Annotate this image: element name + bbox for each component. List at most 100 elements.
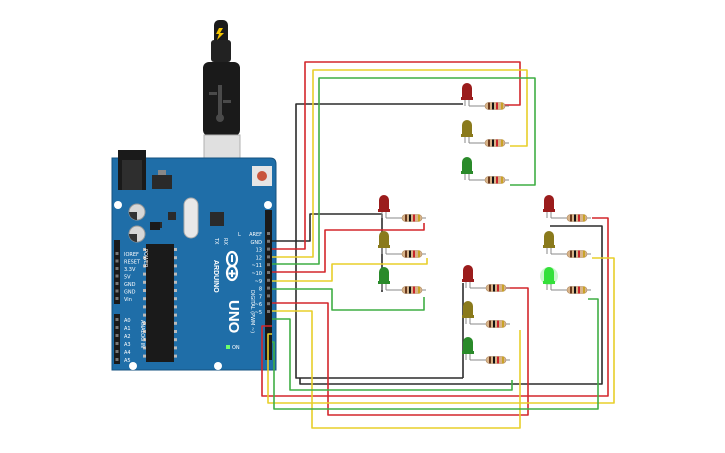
- resistor[interactable]: [563, 250, 591, 258]
- wire-yellow-pin3[interactable]: [267, 257, 615, 404]
- resistor[interactable]: [398, 286, 426, 294]
- wire-red-pin13[interactable]: [272, 61, 521, 250]
- header-pin[interactable]: [267, 302, 270, 306]
- analog-pin-label: A2: [124, 334, 131, 340]
- header-pin[interactable]: [267, 310, 270, 313]
- brand-label: ARDUINO: [212, 260, 219, 293]
- resistor[interactable]: [563, 286, 591, 294]
- mounting-hole: [129, 362, 137, 370]
- power-pin-label: Vin: [124, 297, 132, 303]
- header-pin[interactable]: [267, 278, 270, 282]
- power-pin-label: GND: [124, 282, 136, 288]
- led-yellow[interactable]: [463, 301, 473, 317]
- wire-red-pin7[interactable]: [272, 287, 529, 416]
- on-led: [226, 345, 230, 349]
- led-yellow[interactable]: [462, 120, 472, 136]
- resistor[interactable]: [481, 139, 509, 147]
- led-red[interactable]: [544, 195, 554, 211]
- resistor[interactable]: [398, 214, 426, 222]
- header-pin-label: ~10: [251, 271, 262, 277]
- header-pin-label: ~6: [255, 302, 262, 308]
- header-pin-label: AREF: [249, 232, 262, 238]
- analog-pin[interactable]: [115, 318, 119, 321]
- header-pin[interactable]: [267, 263, 270, 267]
- wire-red-pin4[interactable]: [261, 217, 609, 397]
- power-pin[interactable]: [115, 297, 119, 300]
- model-label: UNO: [225, 300, 242, 334]
- header-pin[interactable]: [267, 286, 270, 290]
- led-red[interactable]: [462, 83, 472, 99]
- wire-yellow-pin9[interactable]: [272, 258, 428, 282]
- analog-pin[interactable]: [115, 342, 119, 345]
- power-pin[interactable]: [115, 252, 119, 255]
- wire-yellow-pin12[interactable]: [272, 69, 528, 258]
- wire-green-pin5[interactable]: [272, 318, 513, 391]
- wire-black-gnd-2[interactable]: [296, 213, 382, 242]
- analog-pin[interactable]: [115, 350, 119, 353]
- l-label: L: [238, 232, 241, 238]
- traffic-light: [378, 195, 426, 294]
- wire-black-gnd-3[interactable]: [295, 241, 463, 379]
- led-red[interactable]: [463, 265, 473, 281]
- header-pin[interactable]: [267, 247, 270, 251]
- resistor[interactable]: [482, 356, 510, 364]
- power-pin-label: GND: [124, 290, 136, 296]
- usb-plug-icon: [209, 85, 231, 122]
- led-yellow[interactable]: [379, 231, 389, 247]
- power-pin-label: RESET: [124, 260, 141, 266]
- digital-label: DIGITAL (PWM ~): [249, 290, 255, 333]
- wire-yellow-pin6[interactable]: [272, 310, 521, 429]
- wire-black-gnd-1[interactable]: [272, 103, 463, 242]
- power-pin-label: IOREF: [124, 252, 139, 258]
- on-label: ON: [232, 345, 240, 351]
- power-title: POWER: [142, 249, 148, 268]
- analog-pin-label: A0: [124, 318, 131, 324]
- header-pin[interactable]: [267, 255, 270, 259]
- header-pin-label: 13: [256, 248, 262, 254]
- wire-green-pin11[interactable]: [272, 77, 536, 265]
- analog-pin[interactable]: [115, 326, 119, 329]
- icsp-header: [150, 222, 160, 230]
- digital-header: [265, 210, 272, 360]
- resistor[interactable]: [482, 320, 510, 328]
- analog-pin[interactable]: [115, 334, 119, 337]
- led-green[interactable]: [379, 267, 389, 283]
- header-pin[interactable]: [267, 239, 270, 243]
- power-pin[interactable]: [115, 274, 119, 278]
- mounting-hole: [214, 362, 222, 370]
- wire-green-pin8[interactable]: [272, 288, 425, 311]
- header-pin[interactable]: [267, 271, 270, 274]
- power-header: [114, 240, 120, 304]
- header-pin-label: 7: [259, 294, 262, 300]
- header-pin-label: ~9: [255, 279, 262, 285]
- resistor[interactable]: [398, 250, 426, 258]
- traffic-light: [461, 83, 509, 184]
- resistor[interactable]: [481, 176, 509, 184]
- led-green[interactable]: [544, 267, 554, 283]
- wire-green-pin2[interactable]: [272, 298, 599, 410]
- resistor[interactable]: [563, 214, 591, 222]
- led-yellow[interactable]: [544, 231, 554, 247]
- arduino-uno-board[interactable]: TX RX L ARDUINO UNO ON IOREFRESET3.3V5VG…: [111, 150, 277, 371]
- analog-pin-label: A3: [124, 342, 131, 348]
- crystal: [183, 197, 199, 239]
- analog-pin[interactable]: [115, 358, 119, 361]
- resistor[interactable]: [482, 284, 510, 292]
- mounting-hole: [114, 201, 122, 209]
- tx-label: TX: [213, 237, 219, 245]
- wire-red-pin10[interactable]: [272, 223, 425, 273]
- power-pin[interactable]: [115, 282, 119, 285]
- header-pin[interactable]: [267, 294, 270, 298]
- led-green[interactable]: [463, 337, 473, 353]
- power-pin[interactable]: [115, 289, 119, 293]
- power-pin[interactable]: [115, 259, 119, 263]
- header-pin[interactable]: [267, 232, 270, 235]
- header-pin-label: ~11: [251, 263, 262, 269]
- resistor[interactable]: [481, 102, 509, 110]
- power-pin[interactable]: [115, 267, 119, 270]
- usb-chip: [210, 212, 224, 226]
- wire-black-gnd-4[interactable]: [299, 225, 603, 385]
- led-green[interactable]: [462, 157, 472, 173]
- led-red[interactable]: [379, 195, 389, 211]
